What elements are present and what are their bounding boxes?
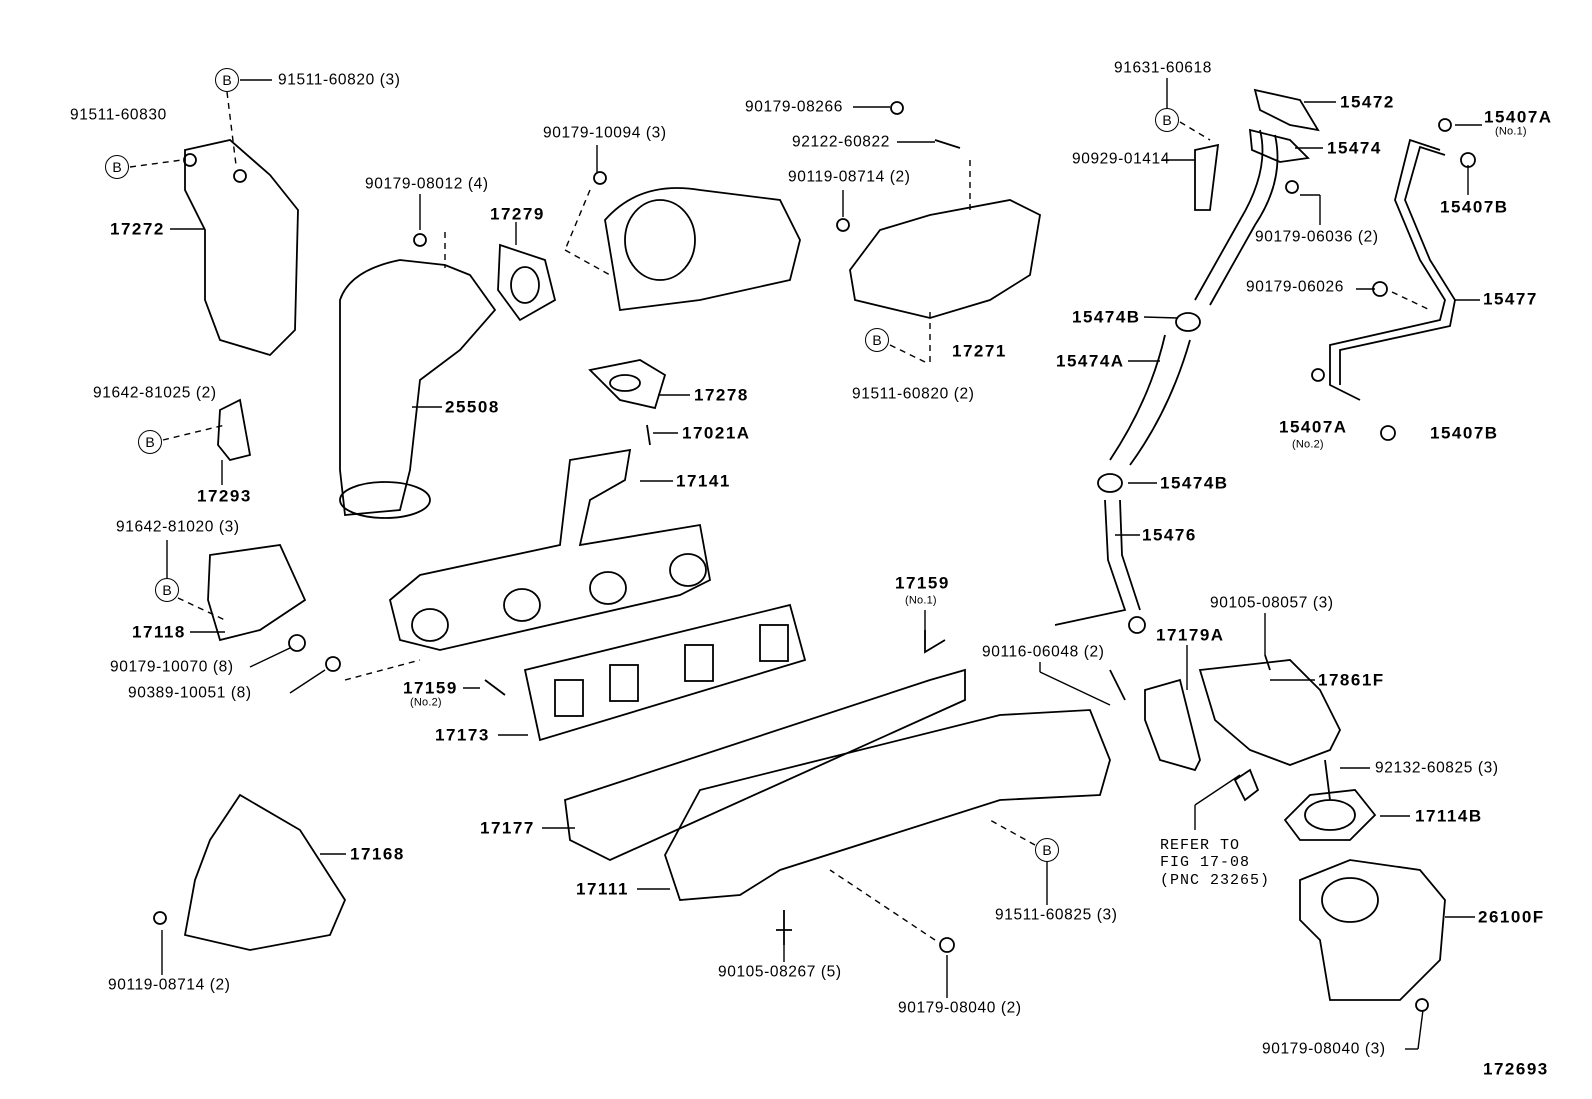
part-label: 90179-06036 (2) xyxy=(1255,228,1379,246)
part-label: 90119-08714 (2) xyxy=(788,168,911,186)
part-15477 xyxy=(1329,138,1446,401)
part-label: 90116-06048 (2) xyxy=(982,643,1105,661)
part-label: 91631-60618 xyxy=(1114,59,1212,77)
part-17168 xyxy=(183,793,347,951)
part-label: 15474 xyxy=(1327,138,1382,158)
part-label: 15407A xyxy=(1279,417,1348,437)
part-17141 xyxy=(388,448,712,651)
part-label: 90179-08040 (3) xyxy=(1262,1040,1386,1058)
callout-b: B xyxy=(138,430,162,454)
part-label: 25508 xyxy=(445,397,500,417)
part-label: 17118 xyxy=(132,622,186,642)
part-15472 xyxy=(1253,88,1320,132)
part-outlines xyxy=(153,88,1476,1012)
part-label: 15474B xyxy=(1072,307,1141,327)
part-label: 17159 xyxy=(895,573,950,593)
part-label: 17278 xyxy=(694,385,749,405)
part-label: 15407B xyxy=(1430,423,1499,443)
part-label: 90119-08714 (2) xyxy=(108,976,231,994)
part-label: 90105-08267 (5) xyxy=(718,963,842,981)
part-label: 17173 xyxy=(435,725,490,745)
part-label: 91511-60825 (3) xyxy=(995,906,1118,924)
part-17179A xyxy=(1144,678,1201,772)
part-label: 17159 xyxy=(403,678,458,698)
part-17861F xyxy=(1198,659,1342,766)
part-sublabel: (No.2) xyxy=(410,696,442,709)
leader-lines xyxy=(129,78,1482,1050)
figure-number: 172693 xyxy=(1483,1059,1549,1079)
part-sublabel: (No.2) xyxy=(1292,438,1324,451)
part-label: 92132-60825 (3) xyxy=(1375,759,1499,777)
part-label: 17141 xyxy=(676,471,731,491)
part-label: 90179-08012 (4) xyxy=(365,175,489,193)
part-label: 17861F xyxy=(1318,670,1385,690)
part-label: 91511-60820 (3) xyxy=(278,71,401,89)
part-label: 17177 xyxy=(480,818,535,838)
part-label: 90929-01414 xyxy=(1072,150,1170,168)
part-17272 xyxy=(184,139,299,357)
part-label: 15407A xyxy=(1484,107,1553,127)
part-17279 xyxy=(497,243,557,322)
part-17278 xyxy=(588,359,667,410)
callout-b: B xyxy=(1155,108,1179,132)
part-label: 91642-81025 (2) xyxy=(93,384,217,402)
part-17111 xyxy=(664,709,1111,901)
refer-note: REFER TO FIG 17-08 (PNC 23265) xyxy=(1160,837,1270,889)
part-sublabel: (No.1) xyxy=(905,594,937,607)
part-label: 91511-60820 (2) xyxy=(852,385,975,403)
part-label: 15474B xyxy=(1160,473,1229,493)
part-15474-pipe xyxy=(1194,129,1264,301)
part-25508 xyxy=(339,259,497,516)
part-label: 17271 xyxy=(952,341,1007,361)
part-turbo xyxy=(604,187,801,312)
part-label: 17179A xyxy=(1156,625,1225,645)
part-label: 15477 xyxy=(1483,289,1538,309)
part-sublabel: (No.1) xyxy=(1495,125,1527,138)
callout-b: B xyxy=(215,68,239,92)
part-17271 xyxy=(849,199,1041,319)
part-label: 90179-06026 xyxy=(1246,278,1344,296)
callout-b: B xyxy=(155,578,179,602)
part-17118 xyxy=(207,544,307,642)
part-label: 17114B xyxy=(1415,806,1483,826)
part-label: 90389-10051 (8) xyxy=(128,684,252,702)
part-label: 15407B xyxy=(1440,197,1509,217)
part-label: 26100F xyxy=(1478,907,1545,927)
part-17114B xyxy=(1283,789,1377,841)
refer-note-line: REFER TO xyxy=(1160,837,1241,854)
part-label: 17168 xyxy=(350,844,405,864)
part-label: 91642-81020 (3) xyxy=(116,518,240,536)
part-label: 17279 xyxy=(490,204,545,224)
part-label: 90179-08266 xyxy=(745,98,843,116)
part-17293 xyxy=(217,398,252,462)
part-15474A xyxy=(1109,334,1191,466)
part-15476 xyxy=(1054,499,1141,626)
callout-b: B xyxy=(105,155,129,179)
part-label: 17272 xyxy=(110,219,165,239)
callout-b: B xyxy=(865,328,889,352)
part-label: 17293 xyxy=(197,486,252,506)
part-label: 17021A xyxy=(682,423,751,443)
callout-b: B xyxy=(1035,838,1059,862)
part-label: 15476 xyxy=(1142,525,1197,545)
part-label: 90179-08040 (2) xyxy=(898,999,1022,1017)
part-label: 17111 xyxy=(576,879,629,899)
refer-note-line: FIG 17-08 xyxy=(1160,854,1251,872)
part-label: 15474A xyxy=(1056,351,1125,371)
part-label: 91511-60830 xyxy=(70,106,167,124)
part-26100F xyxy=(1299,859,1446,1001)
part-label: 15472 xyxy=(1340,92,1395,112)
part-15474 xyxy=(1248,128,1310,163)
part-label: 90179-10070 (8) xyxy=(110,658,234,676)
part-17177 xyxy=(564,668,966,861)
part-label: 90179-10094 (3) xyxy=(543,124,667,142)
part-label: 92122-60822 xyxy=(792,133,890,151)
refer-note-line: (PNC 23265) xyxy=(1160,871,1271,889)
part-17173 xyxy=(523,603,807,742)
part-label: 90105-08057 (3) xyxy=(1210,594,1334,612)
part-sensor xyxy=(1233,768,1260,802)
